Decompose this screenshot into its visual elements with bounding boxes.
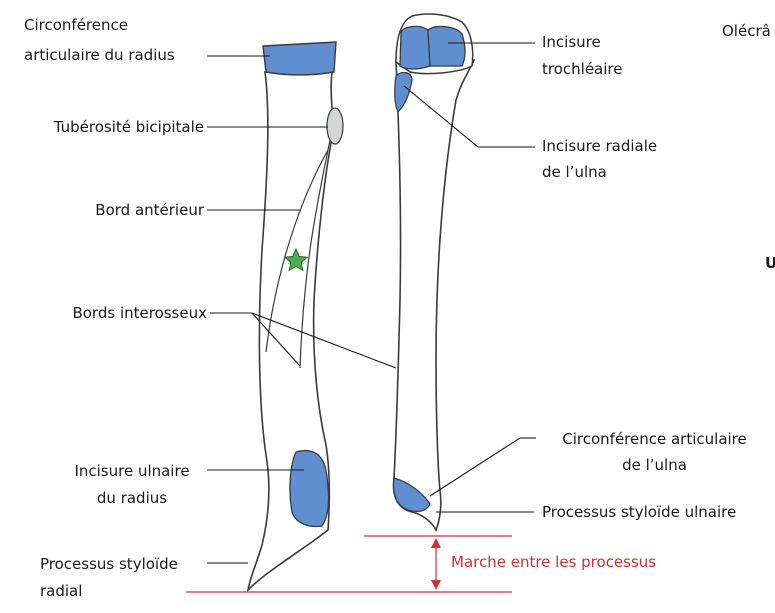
label-tuberosite-bicipitale: Tubérosité bicipitale: [53, 118, 204, 136]
label-olecrane-cropped: Olécrâ: [722, 22, 771, 40]
label-incisure-ulnaire-1: Incisure ulnaire: [74, 462, 190, 480]
radius-interosseous-border: [265, 149, 329, 353]
ulna-bone: [392, 13, 476, 532]
label-u-cropped: U: [765, 254, 775, 272]
label-marche-processus: Marche entre les processus: [451, 553, 657, 571]
label-incisure-radiale-1: Incisure radiale: [542, 137, 658, 155]
radius-tuberosity: [326, 107, 344, 145]
label-circonference-radius-2: articulaire du radius: [24, 46, 175, 64]
label-styloide-ulnaire: Processus styloïde ulnaire: [542, 503, 737, 521]
ulna-trochlear-notch-2: [427, 25, 466, 67]
leader-lines: [207, 42, 536, 564]
label-incisure-trochleaire-2: trochléaire: [542, 60, 623, 78]
label-bord-anterieur: Bord antérieur: [95, 201, 204, 219]
label-styloide-radial-2: radial: [40, 582, 83, 600]
label-incisure-ulnaire-2: du radius: [96, 489, 168, 507]
radius-head-articular: [262, 41, 337, 76]
label-circonference-radius-1: Circonférence: [24, 16, 128, 34]
ulna-outline: [392, 59, 476, 532]
label-circonference-ulna-1: Circonférence articulaire: [562, 430, 747, 448]
star-icon: [283, 247, 309, 272]
process-step-marker: [186, 535, 512, 593]
ulna-radial-notch: [394, 71, 413, 114]
radius-ulnar-notch: [289, 449, 330, 528]
label-incisure-trochleaire-1: Incisure: [542, 33, 601, 51]
label-circonference-ulna-2: de l’ulna: [622, 456, 687, 474]
radius-bone: [246, 41, 344, 593]
label-bords-interosseux: Bords interosseux: [72, 304, 207, 322]
label-styloide-radial-1: Processus styloïde: [40, 555, 178, 573]
label-incisure-radiale-2: de l’ulna: [542, 163, 607, 181]
ulna-head-articular: [392, 477, 431, 513]
ulna-trochlear-notch: [399, 25, 431, 70]
radius-anterior-border: [299, 139, 331, 369]
